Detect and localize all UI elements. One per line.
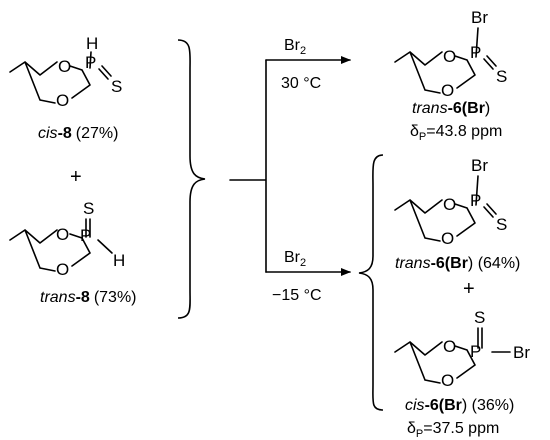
p-h-bond bbox=[97, 239, 113, 254]
atom-s: S bbox=[496, 67, 507, 86]
p-br-bond bbox=[475, 175, 479, 206]
atom-o: O bbox=[443, 47, 456, 66]
plus-sign: + bbox=[463, 278, 475, 300]
atom-br: Br bbox=[471, 8, 488, 27]
label-trans-6br-middle: trans-6(Br) (64%) bbox=[395, 255, 520, 272]
atom-o: O bbox=[441, 371, 454, 390]
upper-reagent: Br2 bbox=[284, 37, 306, 57]
product-brace bbox=[358, 154, 384, 411]
lower-temperature: −15 °C bbox=[272, 287, 322, 304]
p-s-double-bond bbox=[85, 218, 91, 238]
plus-sign: + bbox=[70, 166, 82, 188]
atom-br: Br bbox=[513, 343, 530, 362]
p-s-double-bond bbox=[483, 203, 497, 218]
atom-o: O bbox=[58, 57, 71, 76]
atom-s: S bbox=[83, 199, 94, 218]
atom-o: O bbox=[56, 260, 69, 279]
p-h-bond bbox=[89, 51, 92, 69]
molecule-trans-8: S P O O H bbox=[9, 199, 125, 279]
shift-trans-6br: δP=43.8 ppm bbox=[410, 123, 502, 143]
label-trans-6br-top: trans-6(Br) bbox=[412, 100, 490, 117]
atom-s: S bbox=[111, 77, 122, 96]
atom-p: P bbox=[470, 43, 481, 62]
label-trans-8: trans-8(73%) bbox=[40, 289, 137, 306]
atom-p: P bbox=[470, 191, 481, 210]
molecule-cis-6br-bottom: S P O O Br bbox=[394, 308, 530, 390]
atom-p: P bbox=[470, 342, 481, 361]
branch-line bbox=[229, 59, 267, 273]
p-s-double-bond bbox=[477, 327, 483, 349]
ring-bonds bbox=[394, 51, 476, 94]
molecule-cis-8: H P O O S bbox=[9, 34, 122, 110]
atom-o: O bbox=[443, 337, 456, 356]
atom-s: S bbox=[474, 308, 485, 327]
atom-o: O bbox=[441, 229, 454, 248]
atom-s: S bbox=[496, 215, 507, 234]
atom-h: H bbox=[86, 34, 98, 53]
atom-o: O bbox=[56, 91, 69, 110]
ring-bonds bbox=[394, 341, 476, 384]
atom-o: O bbox=[56, 225, 69, 244]
label-cis-8: cis-8(27%) bbox=[38, 125, 118, 142]
lower-reagent: Br2 bbox=[284, 249, 306, 269]
upper-temperature: 30 °C bbox=[281, 75, 321, 92]
reactant-brace bbox=[177, 39, 206, 319]
atom-p: P bbox=[85, 53, 96, 72]
atom-o: O bbox=[443, 195, 456, 214]
ring-bonds bbox=[394, 199, 476, 242]
label-cis-6br: cis-6(Br) (36%) bbox=[405, 397, 514, 414]
shift-cis-6br: δP=37.5 ppm bbox=[407, 420, 499, 440]
ring-bonds bbox=[9, 61, 91, 104]
atom-br: Br bbox=[471, 156, 488, 175]
p-br-bond bbox=[475, 27, 479, 58]
p-s-double-bond bbox=[98, 65, 112, 80]
atom-h: H bbox=[113, 251, 125, 270]
molecule-trans-6br-top: Br P O O S bbox=[394, 8, 507, 100]
molecule-trans-6br-middle: Br P O O S bbox=[394, 156, 507, 248]
p-s-double-bond bbox=[483, 55, 497, 70]
ring-bonds bbox=[9, 229, 91, 272]
atom-o: O bbox=[441, 81, 454, 100]
atom-p: P bbox=[80, 226, 91, 245]
